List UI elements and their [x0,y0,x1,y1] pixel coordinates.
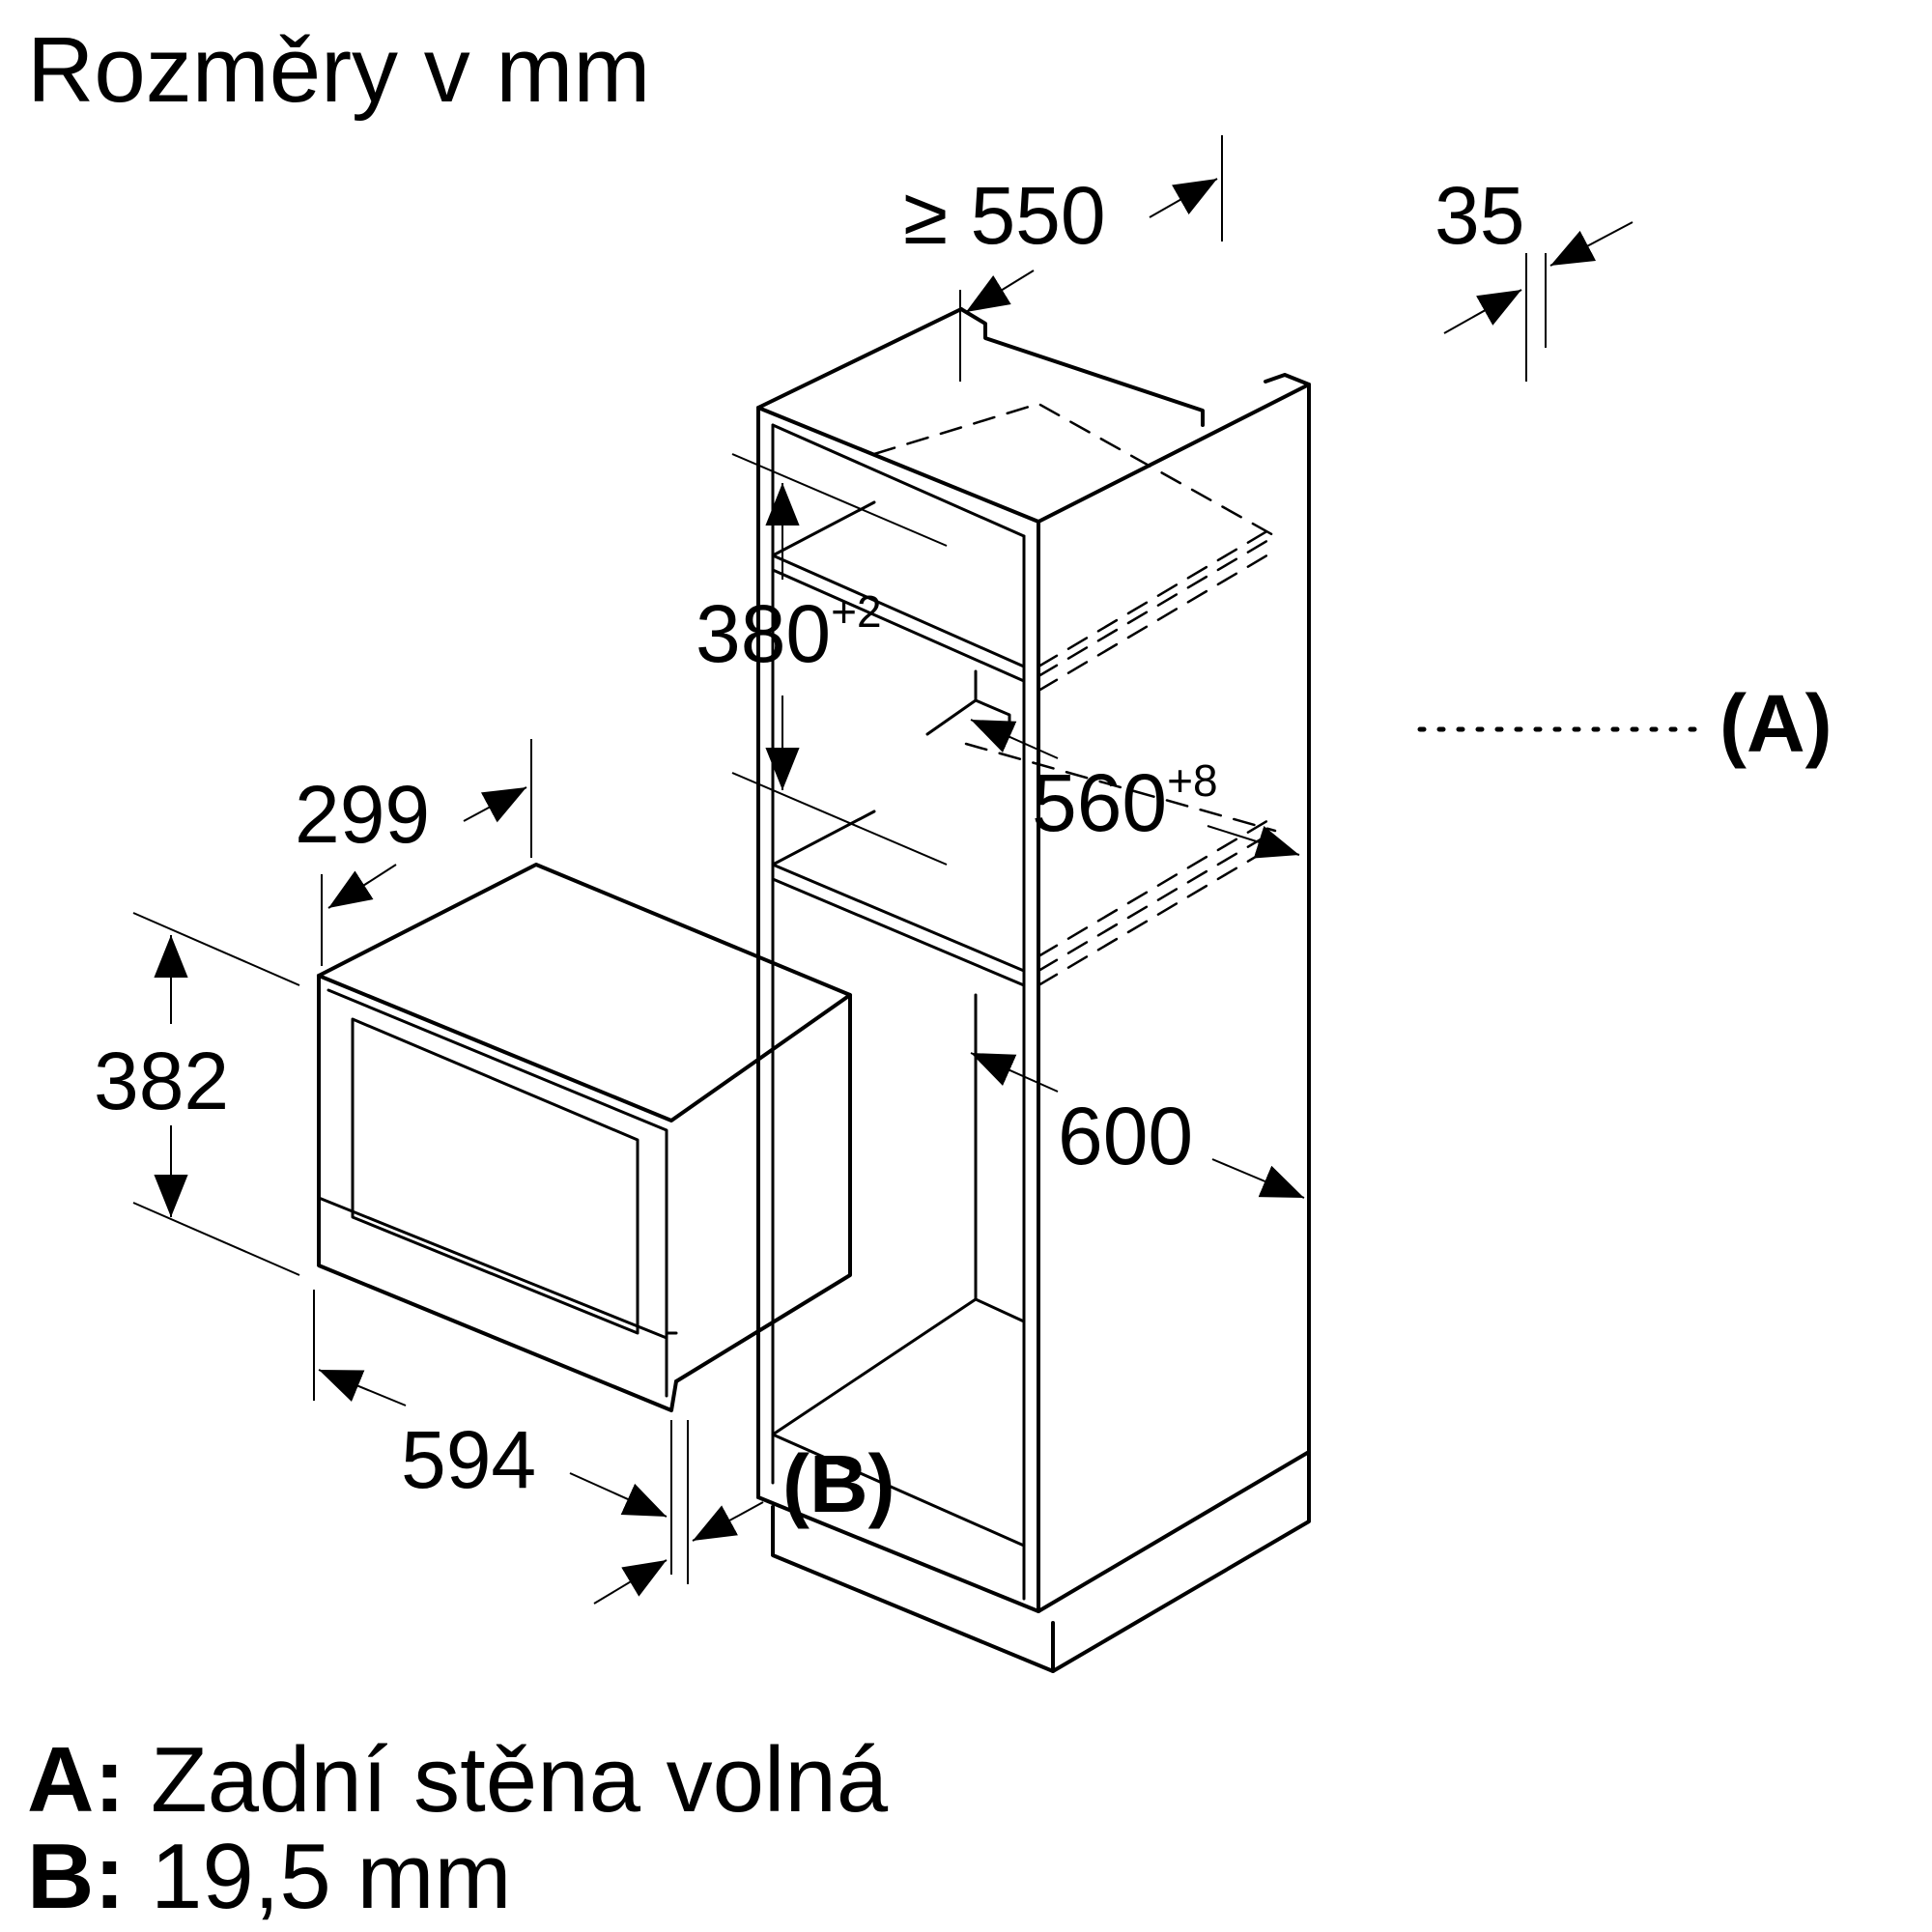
page-title: Rozměry v mm [27,18,651,122]
legend-a-key: A: [27,1728,126,1832]
legend-a-text: Zadní stěna volná [150,1728,889,1832]
dimension-lines [132,135,1703,1605]
device-depth-label: 299 [295,769,430,860]
marker-a-label: (A) [1719,678,1833,769]
legend-b-key: B: [27,1825,126,1928]
niche-height-label: 380+2 [696,586,882,679]
device-width-label: 594 [401,1414,536,1505]
legend-b: B: 19,5 mm [27,1831,511,1923]
niche-height-tolerance: +2 [831,586,881,637]
microwave-device [317,863,852,1412]
min-depth-label: ≥ 550 [903,170,1106,261]
cabinet-width-label: 600 [1058,1091,1193,1181]
legend-b-text: 19,5 mm [150,1825,512,1928]
niche-width-label: 560+8 [1032,755,1218,848]
niche-height-value: 380 [696,588,831,679]
cabinet [756,307,1311,1673]
niche-width-tolerance: +8 [1167,755,1217,806]
marker-b-label: (B) [782,1438,895,1529]
legend-a: A: Zadní stěna volná [27,1734,888,1827]
top-rail-label: 35 [1435,170,1524,261]
device-height-label: 382 [94,1036,229,1126]
niche-width-value: 560 [1032,757,1167,848]
